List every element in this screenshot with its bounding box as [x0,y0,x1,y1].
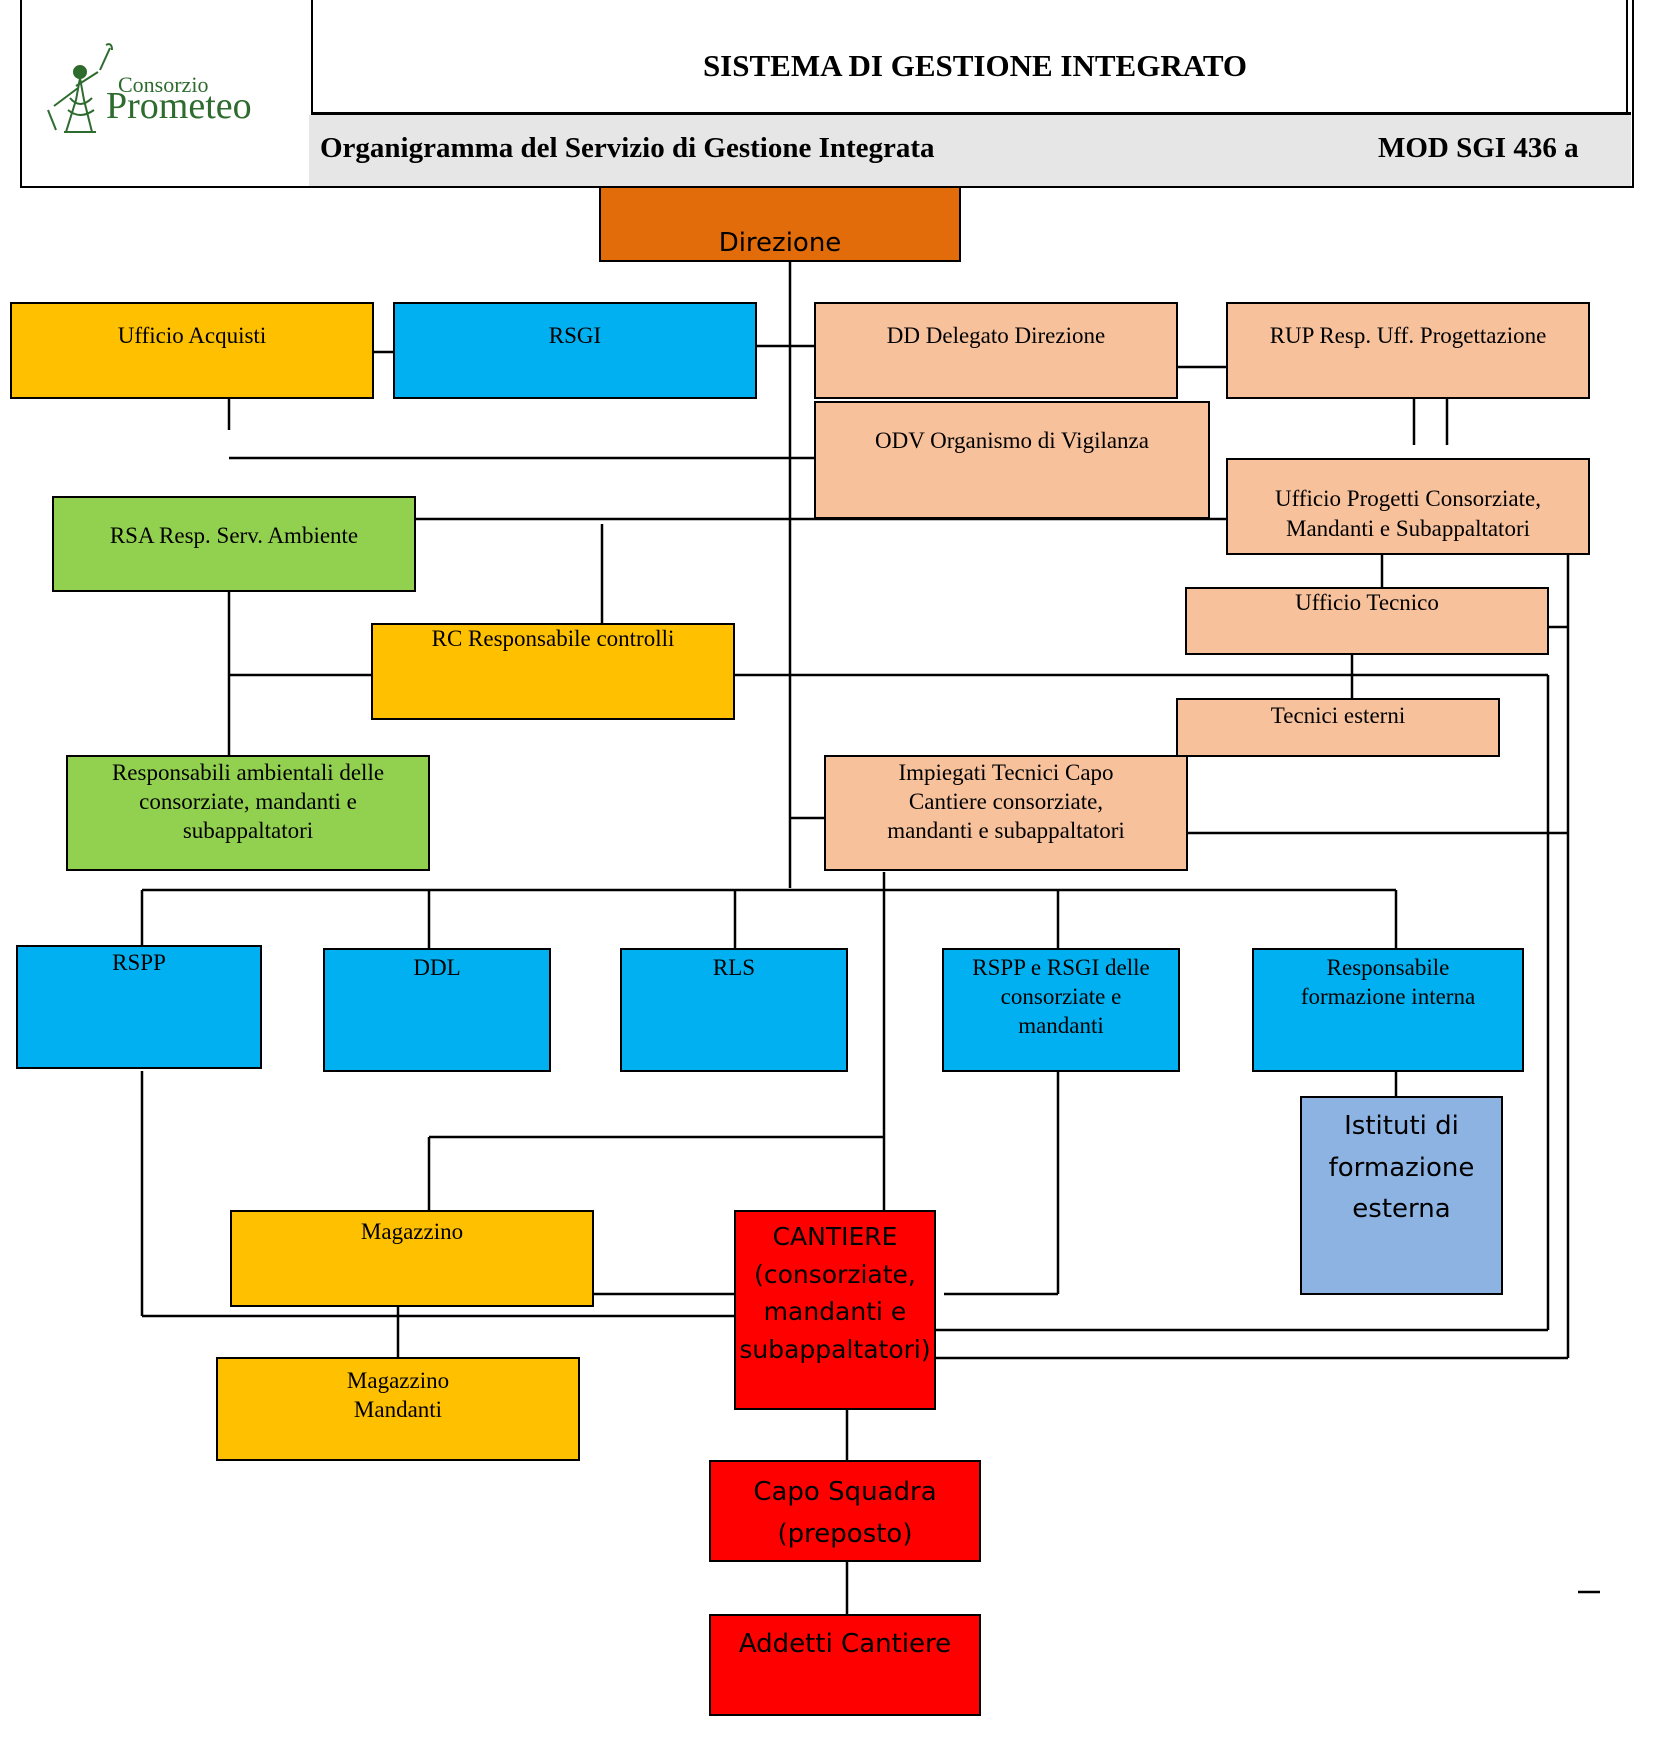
node-odv: ODV Organismo di Vigilanza [814,401,1210,519]
node-rc-label: RC Responsabile controlli [431,626,675,651]
node-magazzino-mandanti-line-1: Magazzino [346,1368,450,1393]
prometheus-figure-icon [47,43,113,133]
node-resp-formazione-line-2: formazione interna [1300,983,1476,1009]
system-title: SISTEMA DI GESTIONE INTEGRATO [702,48,1248,83]
node-ufficio-acquisti-label: Ufficio Acquisti [117,323,267,348]
node-rls-label: RLS [712,955,756,980]
logo-text-big: Prometeo [106,85,252,127]
node-addetti-cantiere: Addetti Cantiere [709,1614,981,1716]
node-rspp-rsgi: RSPP e RSGI delle consorziate e mandanti [942,948,1180,1072]
node-rsgi: RSGI [393,302,757,399]
node-rspp-label: RSPP [112,950,166,975]
node-addetti-cantiere-label: Addetti Cantiere [738,1629,952,1659]
node-rspp-rsgi-line-2: consorziate e [1000,983,1122,1009]
node-rc: RC Responsabile controlli [371,623,735,720]
node-capo-squadra-line-2: (preposto) [777,1518,913,1549]
node-magazzino-mandanti: Magazzino Mandanti [216,1357,580,1461]
node-direzione-label: Direzione [718,228,842,258]
node-resp-ambientali-line-1: Responsabili ambientali delle [111,760,385,785]
header-divider-vertical [311,0,313,114]
node-cantiere-line-3: mandanti e [763,1297,907,1326]
document-title: Organigramma del Servizio di Gestione In… [320,132,935,164]
node-istituti: Istituti di formazione esterna [1300,1096,1503,1295]
node-ufficio-progetti: Ufficio Progetti Consorziate, Mandanti e… [1226,458,1590,555]
node-magazzino-label: Magazzino [360,1219,464,1244]
node-rsgi-label: RSGI [548,323,602,348]
node-impiegati-tecnici: Impiegati Tecnici Capo Cantiere consorzi… [824,755,1188,871]
logo-text-small: Consorzio [118,72,209,97]
document-title-band [309,115,1631,186]
node-ufficio-progetti-line-1: Ufficio Progetti Consorziate, [1275,486,1541,511]
node-impiegati-line-1: Impiegati Tecnici Capo [898,760,1114,785]
document-code: MOD SGI 436 a [1378,132,1579,164]
node-tecnici-esterni: Tecnici esterni [1176,698,1500,757]
node-odv-label: ODV Organismo di Vigilanza [875,428,1149,453]
node-istituti-line-1: Istituti di [1344,1111,1459,1141]
node-ddl-label: DDL [413,955,461,980]
node-rspp: RSPP [16,945,262,1069]
node-ufficio-tecnico-label: Ufficio Tecnico [1295,590,1439,615]
node-capo-squadra-line-1: Capo Squadra [753,1477,937,1507]
node-rsa-label: RSA Resp. Serv. Ambiente [109,523,359,548]
node-capo-squadra: Capo Squadra (preposto) [709,1460,981,1562]
node-rsa: RSA Resp. Serv. Ambiente [52,496,416,592]
node-ufficio-acquisti: Ufficio Acquisti [10,302,374,399]
node-direzione: Direzione [599,186,961,262]
node-cantiere-line-4: subappaltatori) [739,1334,931,1364]
node-istituti-line-3: esterna [1352,1194,1451,1225]
node-ufficio-progetti-line-2: Mandanti e Subappaltatori [1286,515,1530,541]
node-resp-ambientali: Responsabili ambientali delle consorziat… [66,755,430,871]
node-resp-ambientali-line-2: consorziate, mandanti e [139,788,357,814]
node-magazzino: Magazzino [230,1210,594,1307]
node-rspp-rsgi-line-1: RSPP e RSGI delle [972,955,1150,980]
header-divider-horizontal [311,112,1631,115]
header-right-edge [1626,0,1628,114]
node-resp-ambientali-line-3: subappaltatori [182,817,314,843]
node-dd-delegato-label: DD Delegato Direzione [886,323,1106,348]
node-impiegati-line-2: Cantiere consorziate, [908,788,1104,814]
node-ddl: DDL [323,948,551,1072]
node-dd-delegato: DD Delegato Direzione [814,302,1178,399]
node-tecnici-esterni-label: Tecnici esterni [1270,703,1406,728]
node-resp-formazione-line-1: Responsabile [1326,955,1450,980]
node-cantiere: CANTIERE (consorziate, mandanti e subapp… [734,1210,936,1410]
node-rspp-rsgi-line-3: mandanti [1018,1012,1104,1038]
node-magazzino-mandanti-line-2: Mandanti [353,1396,443,1422]
node-cantiere-line-2: (consorziate, [754,1259,916,1289]
node-cantiere-line-1: CANTIERE [772,1222,898,1251]
node-rls: RLS [620,948,848,1072]
node-ufficio-tecnico: Ufficio Tecnico [1185,587,1549,655]
node-resp-formazione: Responsabile formazione interna [1252,948,1524,1072]
node-impiegati-line-3: mandanti e subappaltatori [887,817,1125,843]
node-rup: RUP Resp. Uff. Progettazione [1226,302,1590,399]
node-rup-label: RUP Resp. Uff. Progettazione [1269,323,1547,348]
node-istituti-line-2: formazione [1328,1152,1475,1183]
consorzio-prometeo-logo: Consorzio Prometeo [40,40,310,150]
